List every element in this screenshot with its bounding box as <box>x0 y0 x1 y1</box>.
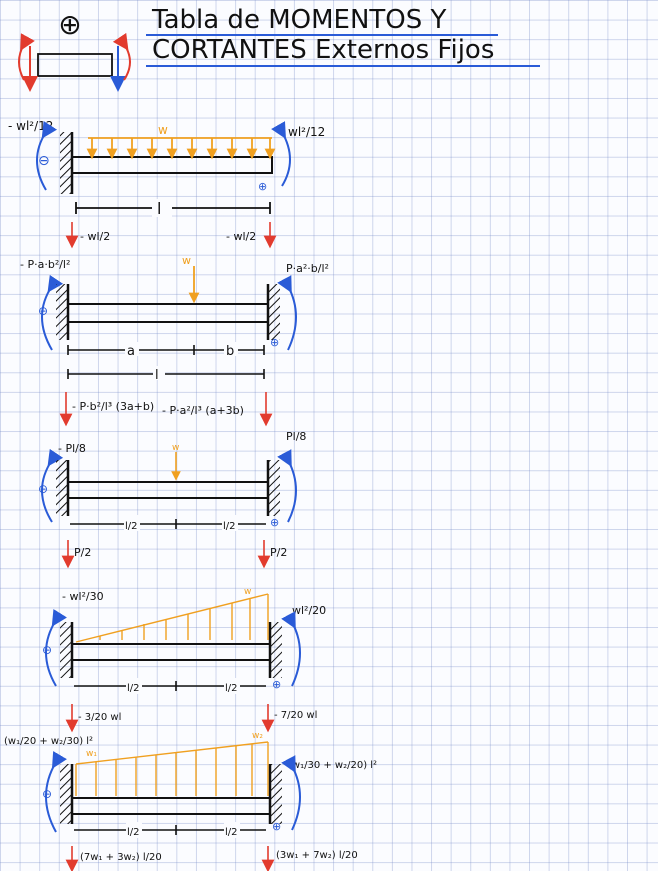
moment-right-label: wl²/20 <box>292 604 326 617</box>
moment-right-arrow-icon <box>277 449 297 523</box>
case-trapezoidal-load: (w₁/20 + w₂/30) l² (w₁/30 + w₂/20) l² ⊖ … <box>4 731 377 871</box>
load-right-label: w₂ <box>252 731 263 741</box>
moment-right-arrow-icon <box>271 121 291 187</box>
plus-sign-icon: ⊕ <box>58 8 81 41</box>
half-right-label: l/2 <box>225 827 238 838</box>
load-label: w <box>172 443 179 453</box>
fixed-support-right <box>270 764 282 824</box>
label-backdrop <box>124 515 140 531</box>
red-moment-arrow-icon <box>18 33 35 81</box>
label-backdrop <box>153 366 165 380</box>
minus-sign-icon: ⊖ <box>42 787 52 801</box>
header: ⊕ Tabla de MOMENTOS Y CORTANTES Externos… <box>18 5 540 92</box>
load-label: w <box>182 254 191 267</box>
moment-right-arrow-icon <box>281 611 301 687</box>
label-backdrop <box>125 342 139 356</box>
uniform-load <box>86 137 276 160</box>
moment-left-arrow-icon <box>45 751 67 833</box>
minus-sign-icon: ⊖ <box>38 304 48 318</box>
length-label: l <box>155 368 159 383</box>
fixed-support-left <box>56 284 68 340</box>
trapezoidal-load <box>75 741 269 796</box>
fixed-support-left <box>56 460 68 516</box>
moment-left-label: - P·a·b²/l² <box>20 258 70 271</box>
label-backdrop <box>224 342 238 356</box>
moment-right-label: P·a²·b/l² <box>286 262 329 275</box>
minus-sign-icon: ⊖ <box>42 643 52 657</box>
title-line-2: CORTANTES Externos Fijos <box>152 35 494 65</box>
load-label: w <box>244 587 251 597</box>
case-triangular-load: - wl²/30 wl²/20 ⊖ ⊕ w l/2 l/2 <box>42 587 326 733</box>
fixed-support-right <box>268 284 280 340</box>
moment-right-arrow-icon <box>277 275 297 351</box>
label-backdrop <box>224 678 240 694</box>
red-moment-arrow-right-icon <box>112 32 131 81</box>
fixed-support-right <box>268 460 280 516</box>
plus-sign-icon: ⊕ <box>270 516 279 529</box>
case-uniform-load: - wl²/12 wl²/12 ⊖ ⊕ w l - wl/2 <box>8 119 325 249</box>
label-backdrop <box>224 822 240 838</box>
reaction-right-label: - 7/20 wl <box>274 710 317 721</box>
moment-right-label: Pl/8 <box>286 430 306 443</box>
fixed-support-right <box>270 622 282 678</box>
moment-left-label: - wl²/12 <box>8 119 53 133</box>
plus-sign-icon: ⊕ <box>272 678 281 691</box>
moment-left-label: - wl²/30 <box>62 590 104 603</box>
half-left-label: l/2 <box>125 521 138 532</box>
minus-sign-icon: ⊖ <box>38 482 48 496</box>
minus-sign-icon: ⊖ <box>38 153 50 169</box>
moment-right-label: wl²/12 <box>288 125 325 139</box>
moment-left-arrow-icon <box>41 448 64 523</box>
a-label: a <box>127 344 135 359</box>
title-line-1: Tabla de MOMENTOS Y <box>151 5 447 35</box>
sign-convention-beam <box>37 53 113 77</box>
half-left-label: l/2 <box>127 827 140 838</box>
moment-left-label: (w₁/20 + w₂/30) l² <box>4 736 93 747</box>
reaction-right-label: - wl/2 <box>226 230 256 243</box>
moment-left-arrow-icon <box>36 120 58 191</box>
fixed-support-left <box>60 764 72 824</box>
label-backdrop <box>152 199 172 217</box>
reaction-right-label: - P·a²/l³ (a+3b) <box>162 404 244 417</box>
label-backdrop <box>126 678 142 694</box>
label-backdrop <box>222 515 238 531</box>
reaction-left-label: - wl/2 <box>80 230 110 243</box>
moment-left-arrow-icon <box>41 274 64 351</box>
beam <box>71 156 273 174</box>
half-right-label: l/2 <box>225 683 238 694</box>
reaction-left-label: - 3/20 wl <box>78 712 121 723</box>
plus-sign-icon: ⊕ <box>270 336 279 349</box>
half-left-label: l/2 <box>127 683 140 694</box>
half-right-label: l/2 <box>223 521 236 532</box>
case-point-load-ab: - P·a·b²/l² P·a²·b/l² ⊖ ⊕ w a b l - P·b²… <box>20 254 329 427</box>
moment-left-arrow-icon <box>45 608 68 687</box>
load-left-label: w₁ <box>86 749 97 759</box>
plus-sign-icon: ⊕ <box>272 820 281 833</box>
reaction-left-label: (7w₁ + 3w₂) l/20 <box>80 852 162 863</box>
triangular-load <box>75 593 269 643</box>
reaction-right-label: (3w₁ + 7w₂) l/20 <box>276 850 358 861</box>
fixed-support-left <box>60 622 72 678</box>
moment-right-arrow-icon <box>281 755 301 831</box>
reaction-left-label: - P·b²/l³ (3a+b) <box>72 400 154 413</box>
case-central-point-load: - Pl/8 Pl/8 ⊖ ⊕ w l/2 l/2 P/2 P/2 <box>38 430 306 569</box>
moment-left-label: - Pl/8 <box>58 442 86 455</box>
plus-sign-icon: ⊕ <box>258 180 267 193</box>
load-label: w <box>158 123 168 137</box>
fixed-support-left <box>60 132 72 194</box>
reaction-left-label: P/2 <box>74 546 91 559</box>
moment-right-label: (w₁/30 + w₂/20) l² <box>288 760 377 771</box>
length-label: l <box>157 199 161 218</box>
b-label: b <box>226 344 234 359</box>
reaction-right-label: P/2 <box>270 546 287 559</box>
label-backdrop <box>126 822 142 838</box>
